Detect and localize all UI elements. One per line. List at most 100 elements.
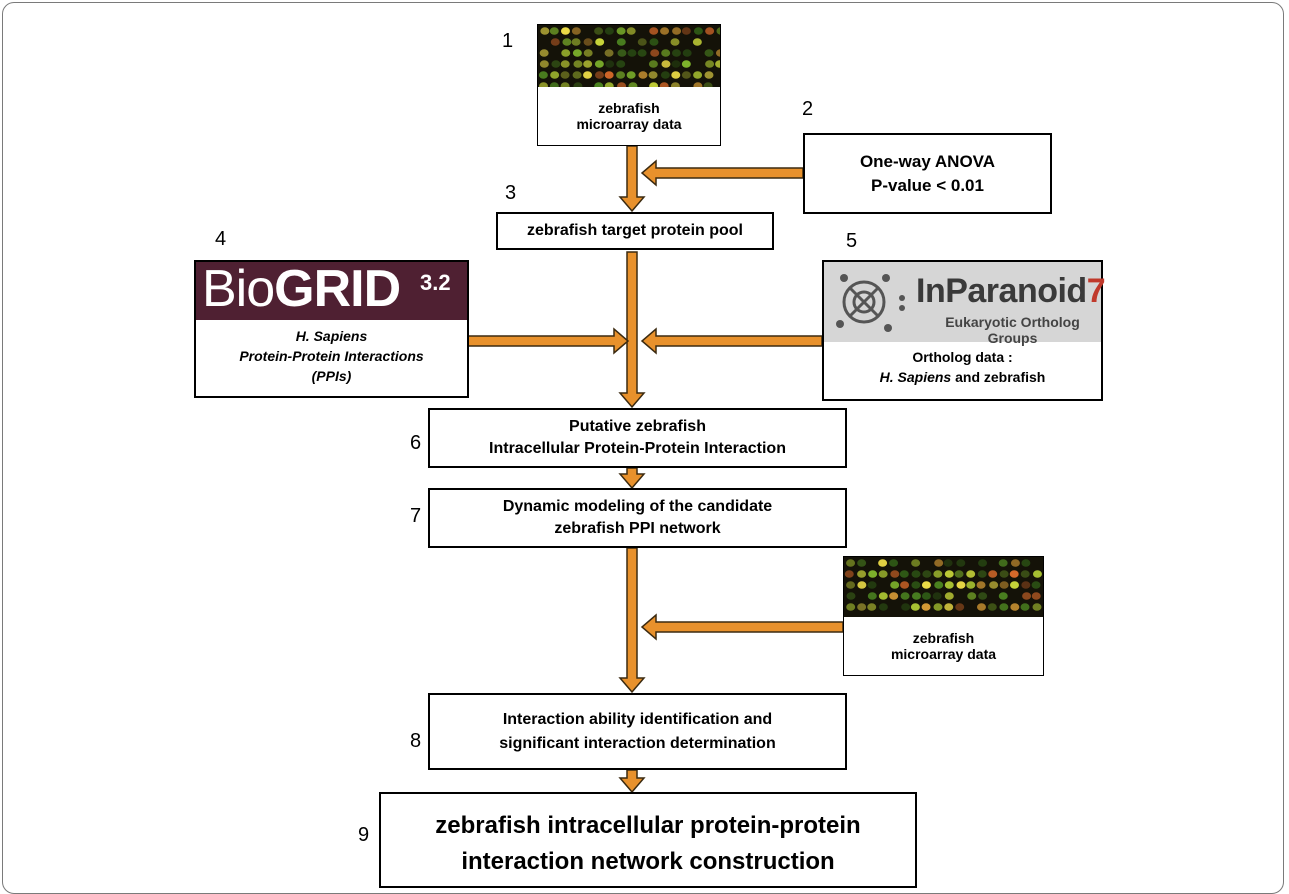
microarray-spot — [1020, 570, 1030, 578]
microarray-spot — [890, 570, 900, 578]
arrow-4-to-flow — [467, 327, 630, 355]
microarray-spot — [998, 559, 1008, 567]
microarray-spot — [1010, 603, 1020, 611]
microarray-spot — [890, 581, 900, 589]
target-protein-pool-label: zebrafish target protein pool — [526, 222, 743, 239]
ortholog-line1: Ortholog data : — [912, 349, 1013, 365]
step-number-7: 7 — [410, 505, 422, 527]
arrow-8-to-9 — [618, 769, 646, 794]
microarray-data-box-2: zebrafish microarray data — [843, 556, 1044, 676]
microarray-spot — [539, 82, 549, 87]
network-construction-box: zebrafish intracellular protein-protein … — [379, 792, 917, 888]
microarray-spot — [900, 592, 910, 600]
microarray-spot — [693, 71, 703, 79]
microarray2-label-line1: zebrafish — [912, 630, 975, 646]
microarray-spot — [944, 570, 954, 578]
microarray-spot — [616, 38, 626, 46]
biogrid-box: BioGRID 3.2 H. Sapiens Protein-Protein I… — [194, 260, 469, 398]
microarray-spot — [551, 60, 561, 68]
microarray-spot — [648, 71, 658, 79]
microarray-spot — [967, 592, 977, 600]
microarray-spot — [966, 581, 976, 589]
microarray-spot — [944, 581, 954, 589]
microarray-spot — [867, 603, 877, 611]
target-protein-pool-box: zebrafish target protein pool — [496, 212, 774, 250]
microarray-spot — [672, 27, 682, 35]
microarray-image-2 — [844, 557, 1043, 617]
step-number-2: 2 — [802, 98, 814, 120]
microarray-spot — [616, 60, 626, 68]
arrow-microarray-to-flow — [640, 613, 844, 641]
microarray-label-line1: zebrafish — [598, 100, 660, 116]
step-number-9: 9 — [358, 824, 370, 846]
microarray-spot — [594, 82, 604, 87]
microarray-spot — [671, 71, 681, 79]
microarray-spot — [705, 27, 715, 35]
microarray-spot — [844, 570, 854, 578]
microarray-spot — [617, 49, 627, 57]
microarray-spot — [594, 60, 604, 68]
biogrid-line3: (PPIs) — [311, 368, 352, 384]
microarray-spot — [661, 60, 671, 68]
microarray-spot — [1022, 592, 1032, 600]
microarray-spot — [573, 82, 583, 87]
microarray-spot — [900, 581, 910, 589]
microarray-spot — [1031, 581, 1041, 589]
microarray-spot — [999, 570, 1009, 578]
microarray-spot — [955, 603, 965, 611]
microarray-spot — [693, 27, 703, 35]
microarray-spot — [670, 38, 680, 46]
microarray-spot — [560, 27, 570, 35]
microarray-spot — [550, 38, 560, 46]
microarray-spot — [857, 559, 867, 567]
microarray2-label-line2: microarray data — [890, 646, 997, 662]
microarray-spot — [681, 71, 691, 79]
microarray-spot — [978, 559, 988, 567]
microarray-image-1 — [538, 25, 720, 87]
step-number-4: 4 — [215, 228, 227, 250]
microarray-spot — [846, 592, 856, 600]
microarray-spot — [628, 82, 638, 87]
inparanoid-emblem-icon — [836, 274, 905, 332]
arrow-5-to-flow — [640, 327, 823, 355]
microarray-spot — [944, 592, 954, 600]
microarray-spot — [911, 559, 921, 567]
inparanoid-box: InParanoid7 Eukaryotic Ortholog Groups O… — [822, 260, 1106, 401]
microarray-spot — [932, 592, 942, 600]
microarray-spot — [1032, 570, 1042, 578]
dynamic-modeling-line1: Dynamic modeling of the candidate — [502, 498, 773, 515]
step-number-6: 6 — [410, 432, 422, 454]
step-number-8: 8 — [410, 730, 422, 752]
microarray-spot — [670, 82, 680, 87]
microarray-spot — [889, 592, 899, 600]
microarray-spot — [704, 71, 714, 79]
microarray-spot — [976, 603, 986, 611]
microarray-spot — [561, 49, 571, 57]
microarray-spot — [977, 570, 987, 578]
microarray-spot — [659, 82, 669, 87]
putative-ppi-box: Putative zebrafish Intracellular Protein… — [428, 408, 847, 468]
microarray-spot — [934, 581, 944, 589]
microarray-spot — [922, 570, 932, 578]
microarray-spot — [1020, 603, 1030, 611]
microarray-spot — [616, 27, 626, 35]
microarray-spot — [626, 27, 636, 35]
microarray-spot — [715, 60, 720, 68]
microarray-spot — [562, 38, 572, 46]
microarray-spot — [692, 38, 702, 46]
microarray-spot — [999, 603, 1009, 611]
microarray-spot — [549, 27, 559, 35]
microarray-spot — [867, 581, 877, 589]
anova-box: One-way ANOVA P-value < 0.01 — [803, 133, 1052, 214]
microarray-spot — [978, 592, 988, 600]
microarray-spot — [878, 570, 888, 578]
microarray-spot — [954, 570, 964, 578]
biogrid-logo: BioGRID 3.2 — [196, 260, 467, 320]
microarray-spot — [681, 60, 691, 68]
microarray-spot — [988, 570, 998, 578]
microarray-spot — [660, 71, 670, 79]
microarray-spot — [671, 60, 681, 68]
microarray-spot — [934, 559, 944, 567]
microarray-spot — [846, 603, 856, 611]
microarray-spot — [846, 581, 856, 589]
